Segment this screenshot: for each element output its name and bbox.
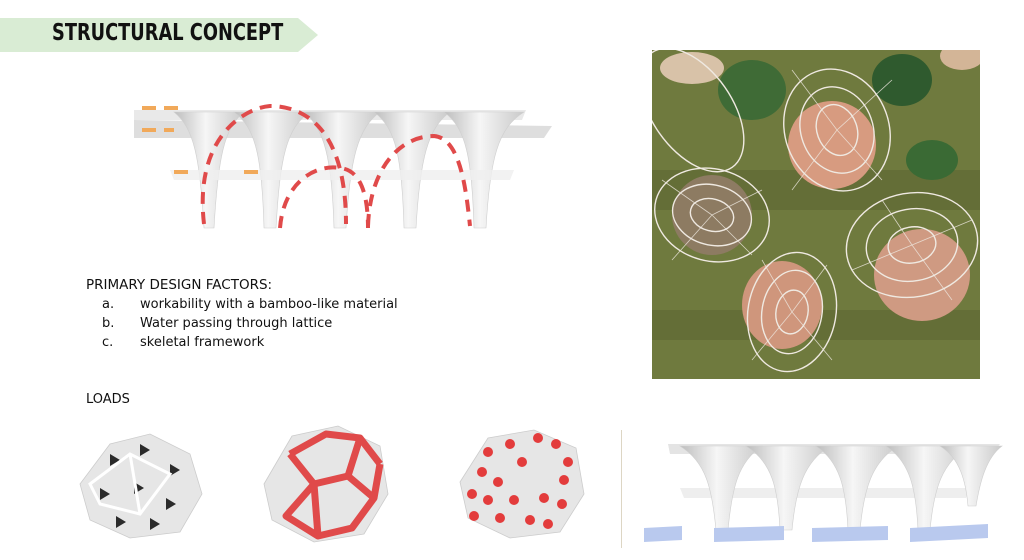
factor-letter: b. xyxy=(102,316,115,331)
elevation-water-diagram xyxy=(644,444,1003,542)
factor-text: Water passing through lattice xyxy=(140,316,333,331)
design-factors-block: PRIMARY DESIGN FACTORS: a. workability w… xyxy=(86,276,398,352)
banner-arrow-shape xyxy=(0,18,318,52)
load-diagram-frame xyxy=(263,425,389,543)
section-banner: STRUCTURAL CONCEPT xyxy=(0,18,318,52)
section-divider xyxy=(621,430,622,548)
load-diagram-points xyxy=(459,429,585,539)
design-factors-heading: PRIMARY DESIGN FACTORS: xyxy=(86,277,273,293)
factor-item: b. Water passing through lattice xyxy=(86,314,398,333)
factor-item: c. skeletal framework xyxy=(86,333,398,352)
elevation-arches-diagram xyxy=(134,103,552,229)
factor-item: a. workability with a bamboo-like materi… xyxy=(86,295,398,314)
factor-letter: c. xyxy=(102,335,114,350)
loads-heading: LOADS xyxy=(86,392,130,407)
factor-text: workability with a bamboo-like material xyxy=(140,297,398,312)
page-title: STRUCTURAL CONCEPT xyxy=(52,20,284,46)
load-diagram-lattice xyxy=(79,433,203,539)
factor-letter: a. xyxy=(102,297,115,312)
aerial-render-image xyxy=(652,50,980,379)
factor-text: skeletal framework xyxy=(140,335,265,350)
